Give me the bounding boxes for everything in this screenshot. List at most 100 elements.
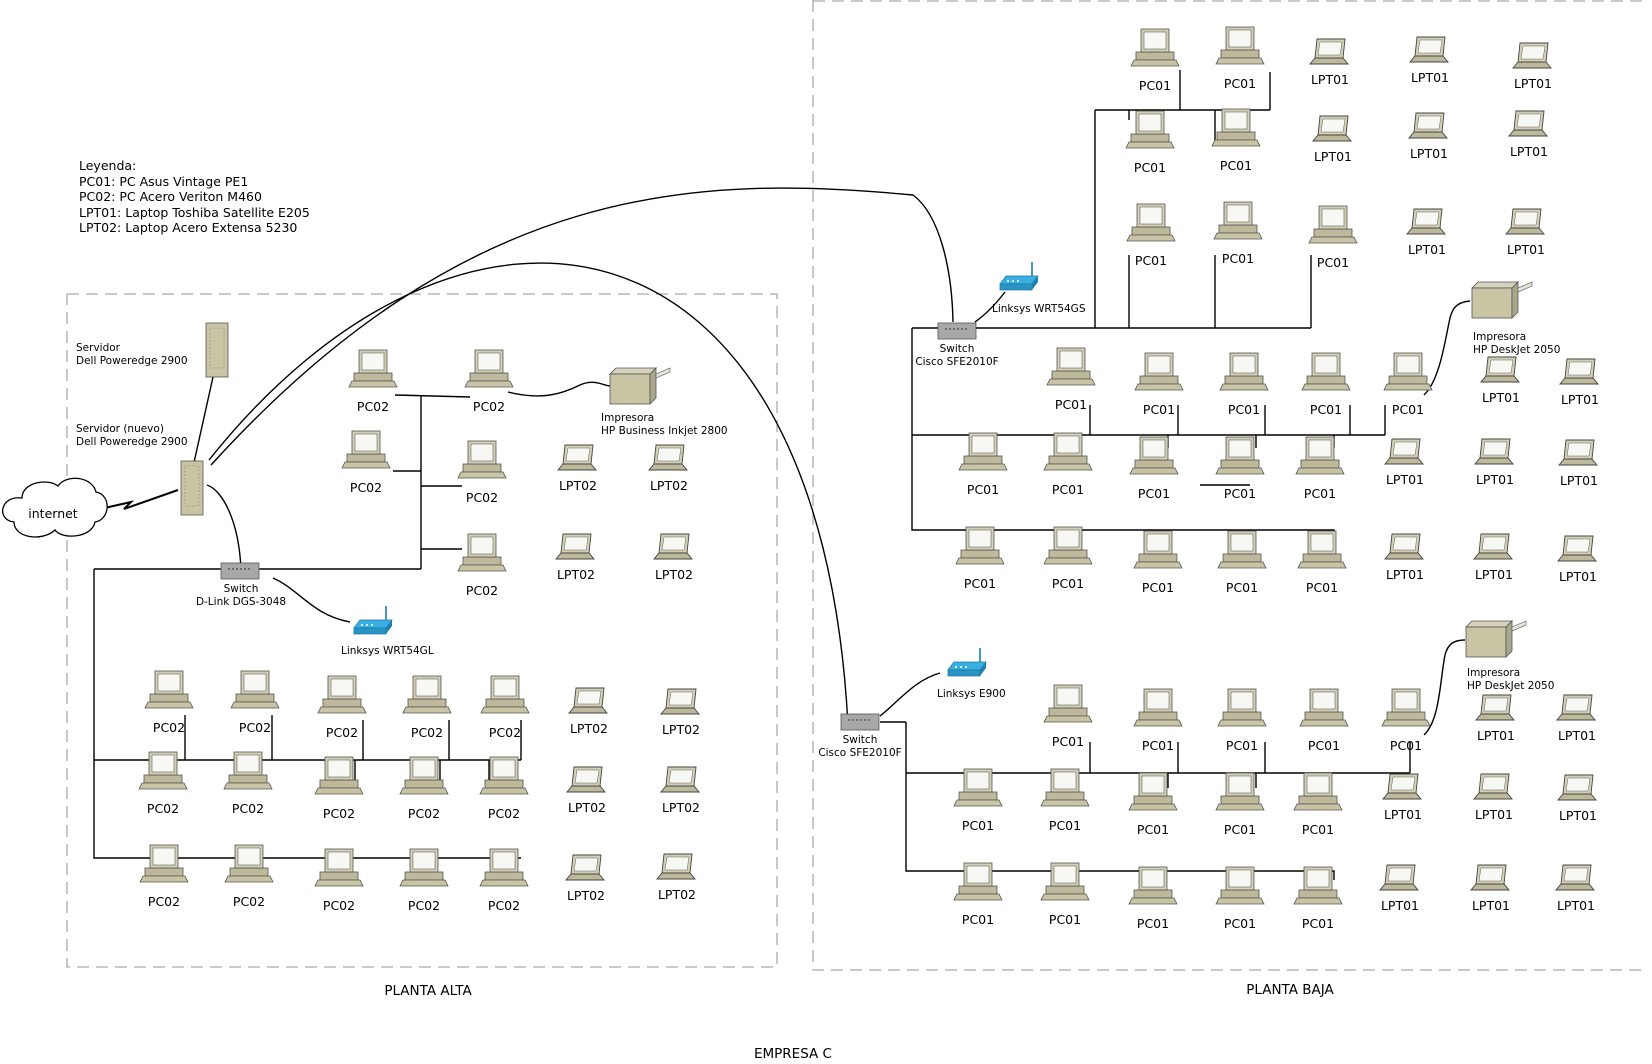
lpt01-node: LPT01 [1512, 42, 1552, 91]
desktop-pc-icon [314, 756, 364, 795]
server-old-label-1: Servidor [76, 342, 121, 354]
laptop-icon [1559, 358, 1599, 385]
lpt01-label: LPT01 [1381, 898, 1419, 913]
pc02-node: PC02 [457, 533, 507, 598]
lpt01-label: LPT01 [1314, 149, 1352, 164]
lpt01-label: LPT01 [1311, 72, 1349, 87]
laptop-icon [1384, 438, 1424, 465]
lpt01-node: LPT01 [1406, 208, 1446, 257]
printer-deskjet-top-label-1: Impresora [1473, 331, 1526, 343]
switch-dlink-label-2: D-Link DGS-3048 [196, 596, 286, 608]
desktop-pc-icon [1219, 352, 1269, 391]
laptop-icon [1558, 439, 1598, 466]
legend-item-pc01: PC01: PC Asus Vintage PE1 [79, 173, 249, 189]
pc01-label: PC01 [967, 482, 999, 497]
desktop-pc-icon [1040, 862, 1090, 901]
lpt02-node: LPT02 [565, 854, 605, 903]
printer-deskjet-top-label-2: HP DeskJet 2050 [1473, 344, 1560, 356]
desktop-pc-icon [139, 844, 189, 883]
pc02-node: PC02 [457, 440, 507, 505]
desktop-pc-icon [479, 848, 529, 887]
laptop-icon [1409, 36, 1449, 63]
pc01-label: PC01 [1304, 486, 1336, 501]
pc02-label: PC02 [473, 399, 505, 414]
lpt01-label: LPT01 [1510, 144, 1548, 159]
laptop-icon [1556, 694, 1596, 721]
desktop-pc-icon [1293, 772, 1343, 811]
legend-title: Leyenda: [79, 158, 137, 173]
pc01-label: PC01 [1134, 160, 1166, 175]
desktop-pc-icon [230, 670, 280, 709]
lpt02-node: LPT02 [660, 688, 700, 737]
pc01-node: PC01 [1299, 688, 1349, 753]
pc01-node: PC01 [1217, 530, 1267, 595]
lpt01-node: LPT01 [1505, 208, 1545, 257]
lpt01-node: LPT01 [1309, 38, 1349, 87]
legend-item-pc02: PC02: PC Acero Veriton M460 [79, 189, 262, 204]
lpt02-node: LPT02 [566, 766, 606, 815]
lpt02-label: LPT02 [557, 567, 595, 582]
pc01-node: PC01 [1043, 684, 1093, 749]
lpt02-label: LPT02 [662, 800, 700, 815]
laptop-icon [1473, 533, 1513, 560]
lpt02-label: LPT02 [568, 800, 606, 815]
laptop-icon [656, 853, 696, 880]
desktop-pc-icon [958, 432, 1008, 471]
pc01-label: PC01 [962, 818, 994, 833]
switch-dlink-icon [220, 562, 260, 580]
lpt02-label: LPT02 [650, 478, 688, 493]
pc01-label: PC01 [1308, 738, 1340, 753]
pc01-label: PC01 [1224, 822, 1256, 837]
lpt01-node: LPT01 [1384, 533, 1424, 582]
pc01-label: PC01 [1142, 738, 1174, 753]
desktop-pc-icon [1383, 352, 1433, 391]
pc01-label: PC01 [1139, 78, 1171, 93]
pc02-node: PC02 [144, 670, 194, 735]
pc01-label: PC01 [1390, 738, 1422, 753]
lpt01-label: LPT01 [1514, 76, 1552, 91]
lpt02-node: LPT02 [555, 533, 595, 582]
laptop-icon [1480, 356, 1520, 383]
laptop-icon [1309, 38, 1349, 65]
pc01-node: PC01 [1211, 108, 1261, 173]
lpt01-label: LPT01 [1559, 808, 1597, 823]
legend-item-lpt01: LPT01: Laptop Toshiba Satellite E205 [79, 204, 310, 220]
laptop-icon [557, 444, 597, 471]
desktop-pc-icon [1043, 432, 1093, 471]
lpt02-node: LPT02 [660, 766, 700, 815]
desktop-pc-icon [341, 430, 391, 469]
lpt01-label: LPT01 [1507, 242, 1545, 257]
server-new-icon [180, 460, 204, 516]
pc01-label: PC01 [1302, 916, 1334, 931]
desktop-pc-icon [402, 675, 452, 714]
lpt01-node: LPT01 [1557, 535, 1597, 584]
laptop-icon [1379, 864, 1419, 891]
laptop-icon [1382, 773, 1422, 800]
laptop-icon [1508, 110, 1548, 137]
desktop-pc-icon [1043, 684, 1093, 723]
lpt01-node: LPT01 [1470, 864, 1510, 913]
lpt02-label: LPT02 [559, 478, 597, 493]
printer-inkjet-label-1: Impresora [601, 412, 654, 424]
pc02-node: PC02 [223, 751, 273, 816]
lpt02-label: LPT02 [662, 722, 700, 737]
desktop-pc-icon [317, 675, 367, 714]
lpt01-node: LPT01 [1559, 358, 1599, 407]
lpt01-label: LPT01 [1410, 146, 1448, 161]
router-wrt54gl-icon [353, 605, 393, 635]
lpt01-node: LPT01 [1474, 438, 1514, 487]
pc02-label: PC02 [408, 806, 440, 821]
pc01-label: PC01 [1052, 482, 1084, 497]
lpt01-label: LPT01 [1411, 70, 1449, 85]
desktop-pc-icon [144, 670, 194, 709]
lpt02-node: LPT02 [656, 853, 696, 902]
desktop-pc-icon [1128, 772, 1178, 811]
desktop-pc-icon [1211, 108, 1261, 147]
lpt01-node: LPT01 [1475, 694, 1515, 743]
pc02-label: PC02 [466, 490, 498, 505]
desktop-pc-icon [1125, 110, 1175, 149]
pc01-label: PC01 [1049, 818, 1081, 833]
pc02-node: PC02 [224, 844, 274, 909]
desktop-pc-icon [1134, 352, 1184, 391]
pc01-node: PC01 [1215, 772, 1265, 837]
